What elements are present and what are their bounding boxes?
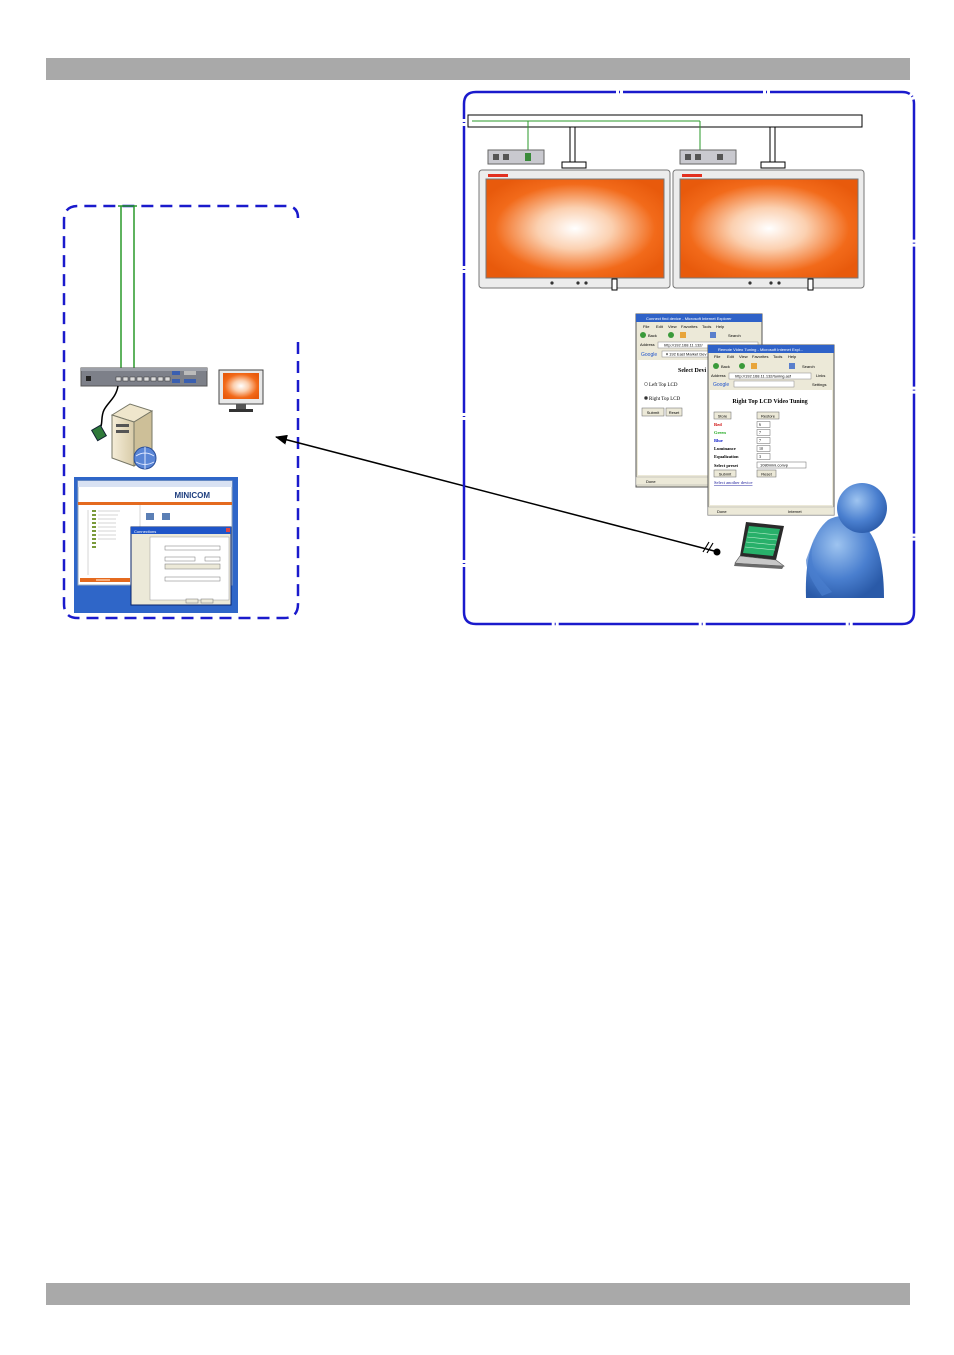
- reset-label: Reset: [761, 472, 772, 477]
- remote-user-icon: [805, 483, 887, 598]
- google-logo: Google: [713, 382, 729, 388]
- option-left-top-lcd: Left Top LCD: [649, 383, 678, 388]
- back-button[interactable]: Back: [721, 364, 730, 369]
- search-button[interactable]: Search: [728, 333, 741, 338]
- lcd-display-left: [478, 169, 671, 291]
- status-done: Done: [646, 479, 656, 484]
- menu-help[interactable]: Help: [788, 354, 797, 359]
- address-bar[interactable]: [728, 372, 812, 380]
- ceiling-rail: [467, 114, 863, 169]
- display-wall-region: [462, 90, 916, 626]
- tuning-value-equalization: 3: [759, 454, 761, 459]
- tuning-select-green[interactable]: [756, 429, 771, 436]
- menu-file[interactable]: File: [714, 354, 721, 359]
- preset-select[interactable]: [756, 461, 807, 469]
- forward-arrow-icon[interactable]: [668, 332, 674, 338]
- menu-edit[interactable]: Edit: [727, 354, 735, 359]
- browser-front-title: Remote Video Tuning - Microsoft Internet…: [718, 347, 803, 352]
- settings-button[interactable]: Settings: [812, 382, 826, 387]
- server-tower: [90, 385, 157, 470]
- search-button[interactable]: Search: [802, 364, 815, 369]
- forward-arrow-icon[interactable]: [739, 363, 745, 369]
- tuning-value-green: 7: [759, 430, 761, 435]
- tuning-label-luminance: Luminance: [714, 446, 736, 451]
- menu-favorites[interactable]: Favorites: [752, 354, 768, 359]
- menu-help[interactable]: Help: [716, 324, 725, 329]
- kvm-switch: [80, 367, 208, 387]
- tuning-label-red: Red: [714, 422, 722, 427]
- address-value: http://192.168.11.132/: [664, 343, 704, 348]
- tuning-label-green: Green: [714, 430, 726, 435]
- status-zone: Internet: [788, 509, 802, 514]
- local-monitor: [218, 369, 264, 412]
- tuning-select-red[interactable]: [756, 421, 771, 428]
- radio-left-top[interactable]: [644, 382, 648, 386]
- back-arrow-icon[interactable]: [640, 332, 646, 338]
- restore-label: Restore: [761, 414, 776, 419]
- menu-view[interactable]: View: [739, 354, 748, 359]
- store-label: Store: [718, 414, 728, 419]
- radio-right-top[interactable]: [644, 396, 648, 400]
- store-button[interactable]: [713, 411, 732, 420]
- links-button[interactable]: Links: [816, 373, 825, 378]
- menu-tools[interactable]: Tools: [702, 324, 711, 329]
- status-done: Done: [717, 509, 727, 514]
- address-label: Address: [711, 373, 726, 378]
- search-icon[interactable]: [710, 332, 716, 338]
- menu-edit[interactable]: Edit: [656, 324, 664, 329]
- kvm-software-screenshot: MINICOM Connections: [74, 477, 238, 613]
- submit-button[interactable]: [641, 407, 665, 417]
- lcd-controller-right: [679, 149, 737, 165]
- select-another-device-link[interactable]: Select another device: [714, 480, 752, 485]
- menu-file[interactable]: File: [643, 324, 650, 329]
- browser-window-video-tuning: Remote Video Tuning - Microsoft Internet…: [707, 344, 835, 516]
- network-cables-left: [118, 205, 137, 380]
- back-arrow-icon[interactable]: [713, 363, 719, 369]
- select-device-heading: Select Devi: [678, 368, 706, 374]
- option-right-top-lcd: Right Top LCD: [649, 397, 681, 402]
- menu-view[interactable]: View: [668, 324, 677, 329]
- submit-label: Submit: [719, 472, 732, 477]
- submit-label: Submit: [647, 410, 660, 415]
- lcd-controller-left: [487, 149, 545, 165]
- google-query: ▾ 192 East Market Dev: [666, 352, 706, 357]
- restore-button[interactable]: [756, 411, 780, 420]
- video-tuning-heading: Right Top LCD Video Tuning: [732, 399, 807, 405]
- reset-button[interactable]: [665, 407, 683, 417]
- submit-button[interactable]: [713, 469, 737, 478]
- minicom-logo: MINICOM: [174, 491, 210, 500]
- tuning-label-blue: Blue: [714, 438, 723, 443]
- tuning-select-luminance[interactable]: [756, 445, 771, 452]
- footer-bar: [46, 1283, 910, 1305]
- remote-connection-arrow: [275, 434, 721, 556]
- tuning-value-luminance: 10: [759, 446, 763, 451]
- control-room-region: [62, 204, 300, 620]
- refresh-icon[interactable]: [680, 332, 686, 338]
- laptop: [734, 522, 785, 569]
- header-bar: [46, 58, 910, 80]
- google-search-input[interactable]: [733, 380, 795, 388]
- preset-label: Select preset: [714, 463, 739, 468]
- address-label: Address: [640, 342, 655, 347]
- address-value: http://192.168.11.132/tuning.asf: [735, 374, 792, 379]
- google-logo: Google: [641, 352, 657, 358]
- tuning-value-blue: 7: [759, 438, 761, 443]
- tuning-select-blue[interactable]: [756, 437, 771, 444]
- tuning-label-equalization: Equalization: [714, 454, 739, 459]
- tuning-value-red: 6: [759, 422, 761, 427]
- browser-back-title: Connect find device - Microsoft Internet…: [646, 316, 732, 321]
- reset-label: Reset: [669, 410, 680, 415]
- preset-value: 1080mini.convp: [760, 463, 789, 468]
- connections-dialog-title: Connections: [134, 529, 156, 534]
- menu-favorites[interactable]: Favorites: [681, 324, 697, 329]
- search-icon[interactable]: [789, 363, 795, 369]
- tuning-select-equalization[interactable]: [756, 453, 771, 460]
- lcd-display-right: [672, 169, 865, 291]
- menu-tools[interactable]: Tools: [773, 354, 782, 359]
- reset-button[interactable]: [756, 469, 777, 478]
- back-button[interactable]: Back: [648, 333, 657, 338]
- refresh-icon[interactable]: [751, 363, 757, 369]
